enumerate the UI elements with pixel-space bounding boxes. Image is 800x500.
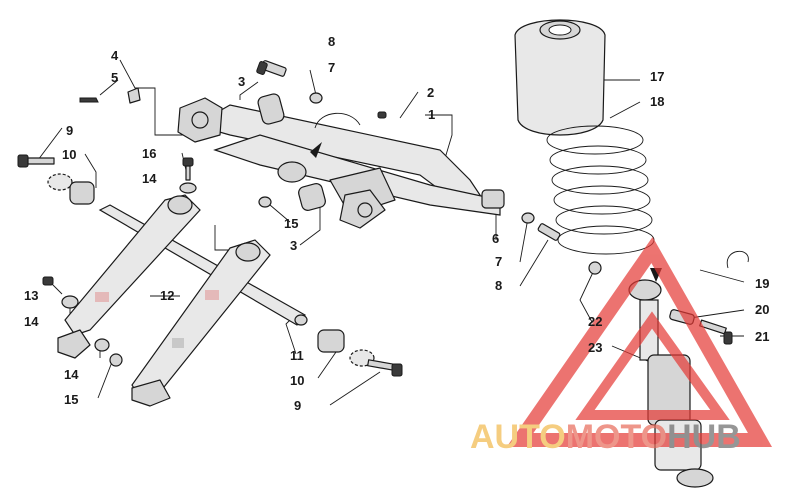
watermark-text-auto: AUTO xyxy=(470,418,566,456)
callout-12: 12 xyxy=(160,288,174,303)
callout-15-top: 15 xyxy=(284,216,298,231)
callout-8-top: 8 xyxy=(328,34,335,49)
callout-13: 13 xyxy=(24,288,38,303)
bolt-washer-top xyxy=(256,60,323,104)
callout-9-bottom: 9 xyxy=(294,398,301,413)
axle-and-links xyxy=(57,194,308,407)
clip-and-pin xyxy=(79,87,141,104)
swing-arm-assembly xyxy=(177,93,505,229)
callout-19: 19 xyxy=(755,276,769,291)
bolt-washer-right xyxy=(521,212,561,241)
callout-7-top: 7 xyxy=(328,60,335,75)
callout-14-left: 14 xyxy=(24,314,39,329)
bolt-washer-nut-group xyxy=(179,157,272,208)
callout-8-right: 8 xyxy=(495,278,502,293)
left-bolt-bushing xyxy=(17,154,95,205)
callout-7-right: 7 xyxy=(495,254,502,269)
svg-text:AUTOMOTOHUB: AUTOMOTOHUB xyxy=(470,418,741,456)
callout-21: 21 xyxy=(755,329,769,344)
callout-2: 2 xyxy=(427,85,434,100)
callout-20: 20 xyxy=(755,302,769,317)
watermark-text-hub: HUB xyxy=(667,418,741,456)
callout-18: 18 xyxy=(650,94,664,109)
callout-17: 17 xyxy=(650,69,664,84)
right-bolt-bushing xyxy=(317,329,403,377)
callout-labels: 1 2 3 3 4 5 6 7 7 8 8 9 9 10 10 11 12 13… xyxy=(24,34,769,413)
callout-6: 6 xyxy=(492,231,499,246)
callout-15-bottom: 15 xyxy=(64,392,78,407)
watermark-text-moto: MOTO xyxy=(566,418,667,456)
pointer-marker-left xyxy=(310,142,322,158)
callout-1: 1 xyxy=(428,107,435,122)
callout-5: 5 xyxy=(111,70,118,85)
callout-3-top: 3 xyxy=(238,74,245,89)
callout-3-bottom: 3 xyxy=(290,238,297,253)
lower-left-hardware xyxy=(42,276,123,367)
callout-22: 22 xyxy=(588,314,602,329)
callout-16: 16 xyxy=(142,146,156,161)
watermark-triangle-outer xyxy=(506,236,773,447)
watermark-triangle-inner xyxy=(575,311,730,420)
callout-4: 4 xyxy=(111,48,119,63)
callout-11: 11 xyxy=(290,348,304,363)
callout-14-top: 14 xyxy=(142,171,157,186)
callout-14-bottom: 14 xyxy=(64,367,79,382)
callout-9-top: 9 xyxy=(66,123,73,138)
callout-10-bottom: 10 xyxy=(290,373,304,388)
callout-23: 23 xyxy=(588,340,602,355)
shock-absorber xyxy=(514,19,749,488)
watermark-logo: AUTOMOTOHUB xyxy=(470,236,773,456)
callout-10-top: 10 xyxy=(62,147,76,162)
